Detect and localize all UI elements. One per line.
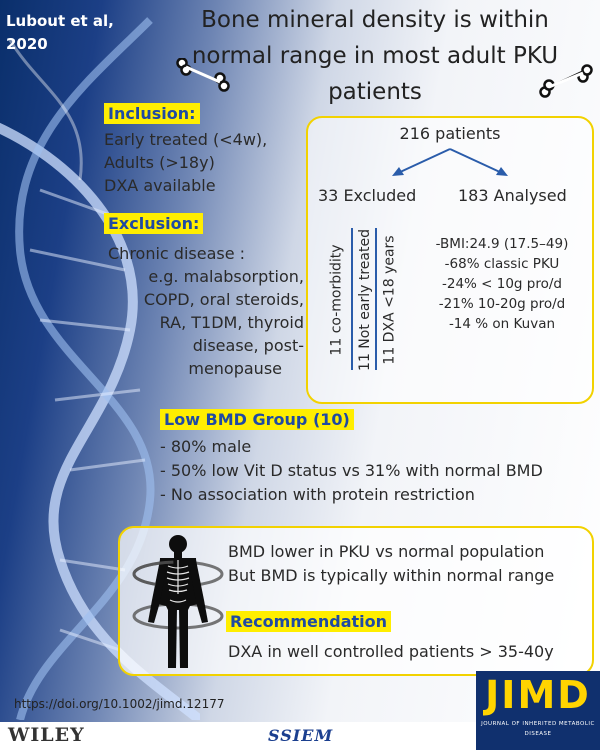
inclusion-item: DXA available	[104, 176, 216, 195]
reason-divider	[351, 228, 353, 370]
inclusion-heading: Inclusion:	[104, 103, 200, 124]
jimd-logo-text: JIMD	[485, 673, 591, 717]
analysed-stats: -BMI:24.9 (17.5–49) -68% classic PKU -24…	[410, 234, 594, 334]
stat-line: -BMI:24.9 (17.5–49)	[435, 236, 569, 252]
low-bmd-item: - 50% low Vit D status vs 31% with norma…	[160, 461, 543, 480]
split-arrows	[392, 148, 508, 176]
exclusion-line: RA, T1DM, thyroid	[159, 313, 304, 332]
exclusion-line: e.g. malabsorption,	[148, 267, 304, 286]
recommendation-text: DXA in well controlled patients > 35-40y	[228, 642, 554, 661]
inclusion-section: Inclusion: Early treated (<4w), Adults (…	[104, 103, 268, 197]
wiley-logo: WILEY	[8, 724, 85, 746]
conclusion-line: But BMD is typically within normal range	[228, 566, 555, 585]
inclusion-item: Early treated (<4w),	[104, 130, 268, 149]
excluded-count: 33 Excluded	[318, 186, 417, 205]
conclusion-line: BMD lower in PKU vs normal population	[228, 542, 545, 561]
ssiem-logo: SSIEM	[268, 726, 334, 745]
reason-divider	[375, 228, 377, 370]
exclusion-line: disease, post-	[192, 336, 304, 355]
stat-line: -68% classic PKU	[444, 256, 560, 272]
exclusion-line: COPD, oral steroids,	[143, 290, 304, 309]
total-patients: 216 patients	[399, 124, 501, 143]
exclusion-section: Exclusion:	[104, 213, 204, 238]
bone-icon	[539, 64, 593, 98]
low-bmd-section: Low BMD Group (10) - 80% male - 50% low …	[160, 409, 543, 507]
exclusion-criteria: Chronic disease : e.g. malabsorption, CO…	[104, 242, 304, 380]
exclusion-reason: 11 Not early treated	[357, 229, 373, 371]
doi-link[interactable]: https://doi.org/10.1002/jimd.12177	[14, 697, 225, 711]
author-citation: Lubout et al, 2020	[6, 12, 114, 53]
page-title: Bone mineral density is within normal ra…	[191, 7, 559, 105]
dna-helix-graphic	[0, 17, 200, 720]
exclusion-line: Chronic disease :	[108, 244, 246, 263]
exclusion-reason: 11 co-morbidity	[329, 244, 345, 356]
exclusion-heading: Exclusion:	[104, 213, 204, 234]
recommendation-heading: Recommendation	[226, 611, 391, 632]
exclusion-line: menopause	[188, 359, 282, 378]
low-bmd-item: - No association with protein restrictio…	[160, 485, 475, 504]
jimd-journal-name: JOURNAL OF INHERITED METABOLIC DISEASE	[481, 721, 595, 737]
stat-line: -14 % on Kuvan	[448, 316, 556, 332]
recommendation-heading-wrap: Recommendation	[226, 611, 391, 632]
conclusion-text: BMD lower in PKU vs normal population Bu…	[228, 540, 554, 588]
stat-line: -24% < 10g pro/d	[441, 276, 562, 292]
stat-line: -21% 10-20g pro/d	[438, 296, 566, 312]
low-bmd-heading: Low BMD Group (10)	[160, 409, 354, 430]
patient-flow-box	[306, 116, 594, 404]
bone-icon	[176, 58, 230, 92]
human-body-figure-icon	[132, 535, 224, 668]
inclusion-item: Adults (>18y)	[104, 153, 215, 172]
low-bmd-item: - 80% male	[160, 437, 252, 456]
analysed-count: 183 Analysed	[458, 186, 567, 205]
exclusion-reason: 11 DXA <18 years	[382, 235, 398, 365]
jimd-logo: JIMD JOURNAL OF INHERITED METABOLIC DISE…	[476, 671, 600, 750]
